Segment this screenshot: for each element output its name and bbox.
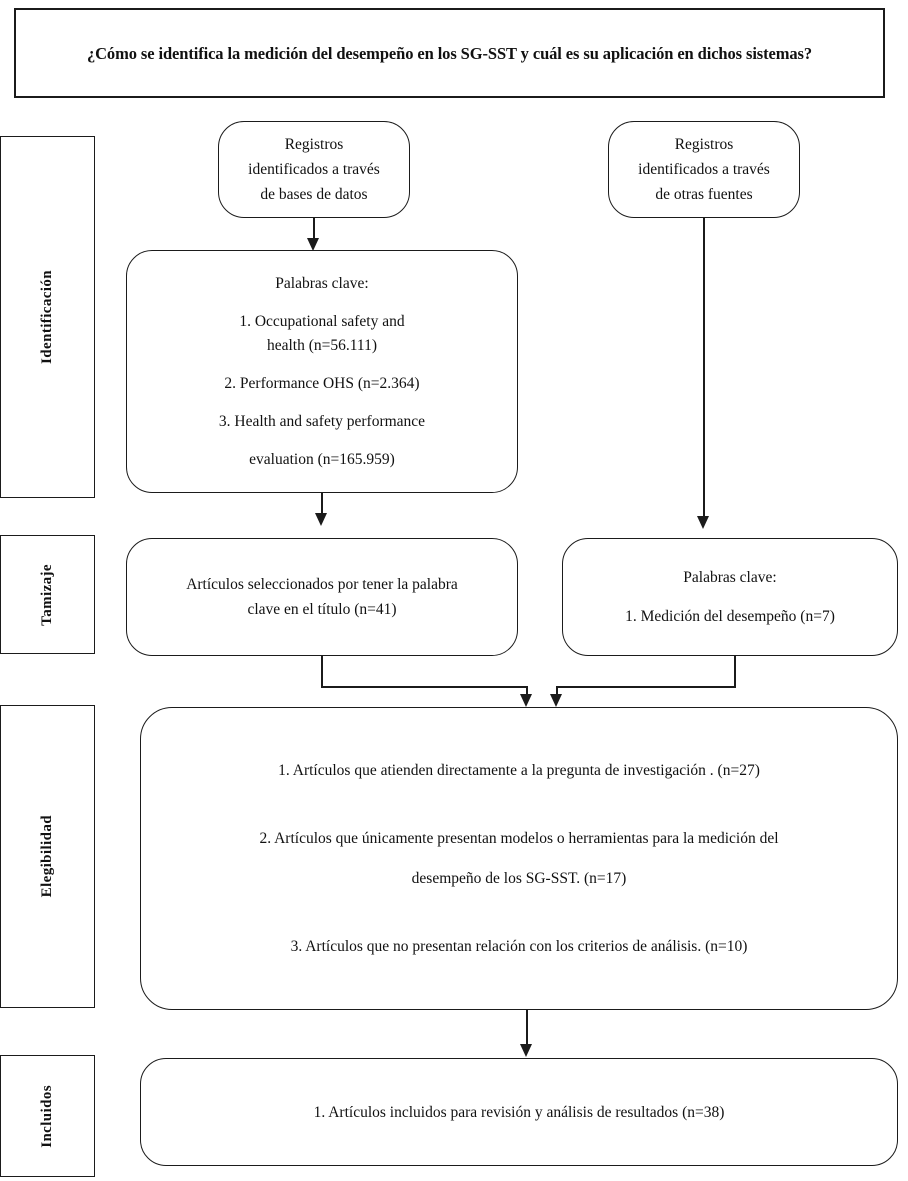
selected-by-title-box: Artículos seleccionados por tener la pal… [126,538,518,656]
stage-elegibilidad: Elegibilidad [0,705,95,1008]
stage-identificacion: Identificación [0,136,95,498]
connector-keywords-to-selected [321,493,323,515]
connector-selected-elbow-horizontal [321,686,528,688]
stage-tamizaje: Tamizaje [0,535,95,654]
records-from-other-sources-box: Registros identificados a través de otra… [608,121,800,218]
connector-keywords-other-elbow-drop [556,686,558,698]
arrowhead-databases-to-keywords [307,238,319,251]
stage-elegibilidad-label: Elegibilidad [39,815,55,898]
keywords-other-sources-box: Palabras clave: 1. Medición del desempeñ… [562,538,898,656]
records-from-other-sources-text: Registros identificados a través de otra… [628,128,780,211]
records-other-line-1: Registros [674,136,734,153]
included-item-1: 1. Artículos incluidos para revisión y a… [313,1103,725,1121]
arrowhead-other-sources-to-keywords-other [697,516,709,529]
research-question-box: ¿Cómo se identifica la medición del dese… [14,8,885,98]
eligibility-item-2-line-2: desempeño de los SG-SST. (n=17) [411,869,627,887]
connector-selected-elbow-drop [526,686,528,698]
records-other-line-2: identificados a través [638,161,770,178]
connector-keywords-other-elbow-vertical [734,656,736,688]
records-other-line-3: de otras fuentes [655,186,753,203]
eligibility-box: 1. Artículos que atienden directamente a… [140,707,898,1010]
research-question-text: ¿Cómo se identifica la medición del dese… [86,43,813,63]
keywords-other-heading: Palabras clave: [683,569,777,586]
included-box: 1. Artículos incluidos para revisión y a… [140,1058,898,1166]
arrowhead-keywords-to-selected [315,513,327,526]
keywords-db-item-3-line-1: 3. Health and safety performance [218,412,426,430]
keywords-db-item-1-line-1: 1. Occupational safety and [239,312,405,330]
stage-incluidos: Incluidos [0,1055,95,1177]
eligibility-item-1: 1. Artículos que atienden directamente a… [278,761,760,779]
records-db-line-3: de bases de datos [260,186,368,203]
arrowhead-keywords-other-to-eligibility [550,694,562,707]
stage-identificacion-label: Identificación [39,270,55,364]
keywords-other-sources-text: Palabras clave: 1. Medición del desempeñ… [615,561,845,633]
arrowhead-selected-to-eligibility [520,694,532,707]
keywords-db-item-2: 2. Performance OHS (n=2.364) [224,374,420,392]
connector-eligibility-to-included [526,1010,528,1046]
selected-line-2: clave en el título (n=41) [247,601,397,618]
records-from-databases-text: Registros identificados a través de base… [238,128,390,211]
arrowhead-eligibility-to-included [520,1044,532,1057]
keywords-databases-box: Palabras clave: 1. Occupational safety a… [126,250,518,493]
selected-by-title-text: Artículos seleccionados por tener la pal… [176,568,468,626]
records-from-databases-box: Registros identificados a través de base… [218,121,410,218]
connector-selected-elbow-vertical [321,656,323,688]
included-text: 1. Artículos incluidos para revisión y a… [304,1096,735,1129]
keywords-db-item-3-line-2: evaluation (n=165.959) [249,450,395,468]
selected-line-1: Artículos seleccionados por tener la pal… [186,576,458,593]
eligibility-text: 1. Artículos que atienden directamente a… [225,754,812,964]
connector-databases-to-keywords [313,218,315,240]
keywords-db-item-1-line-2: health (n=56.111) [266,336,378,354]
eligibility-item-3: 3. Artículos que no presentan relación c… [290,937,748,955]
keywords-db-heading: Palabras clave: [275,274,369,292]
records-db-line-2: identificados a través [248,161,380,178]
records-db-line-1: Registros [284,136,344,153]
connector-other-sources-to-keywords-other [703,218,705,518]
eligibility-item-2-line-1: 2. Artículos que únicamente presentan mo… [259,829,779,847]
stage-incluidos-label: Incluidos [39,1084,55,1148]
stage-tamizaje-label: Tamizaje [39,563,55,626]
keywords-other-item-1: 1. Medición del desempeño (n=7) [625,608,835,625]
keywords-databases-text: Palabras clave: 1. Occupational safety a… [209,268,435,476]
connector-keywords-other-elbow-horizontal [556,686,736,688]
